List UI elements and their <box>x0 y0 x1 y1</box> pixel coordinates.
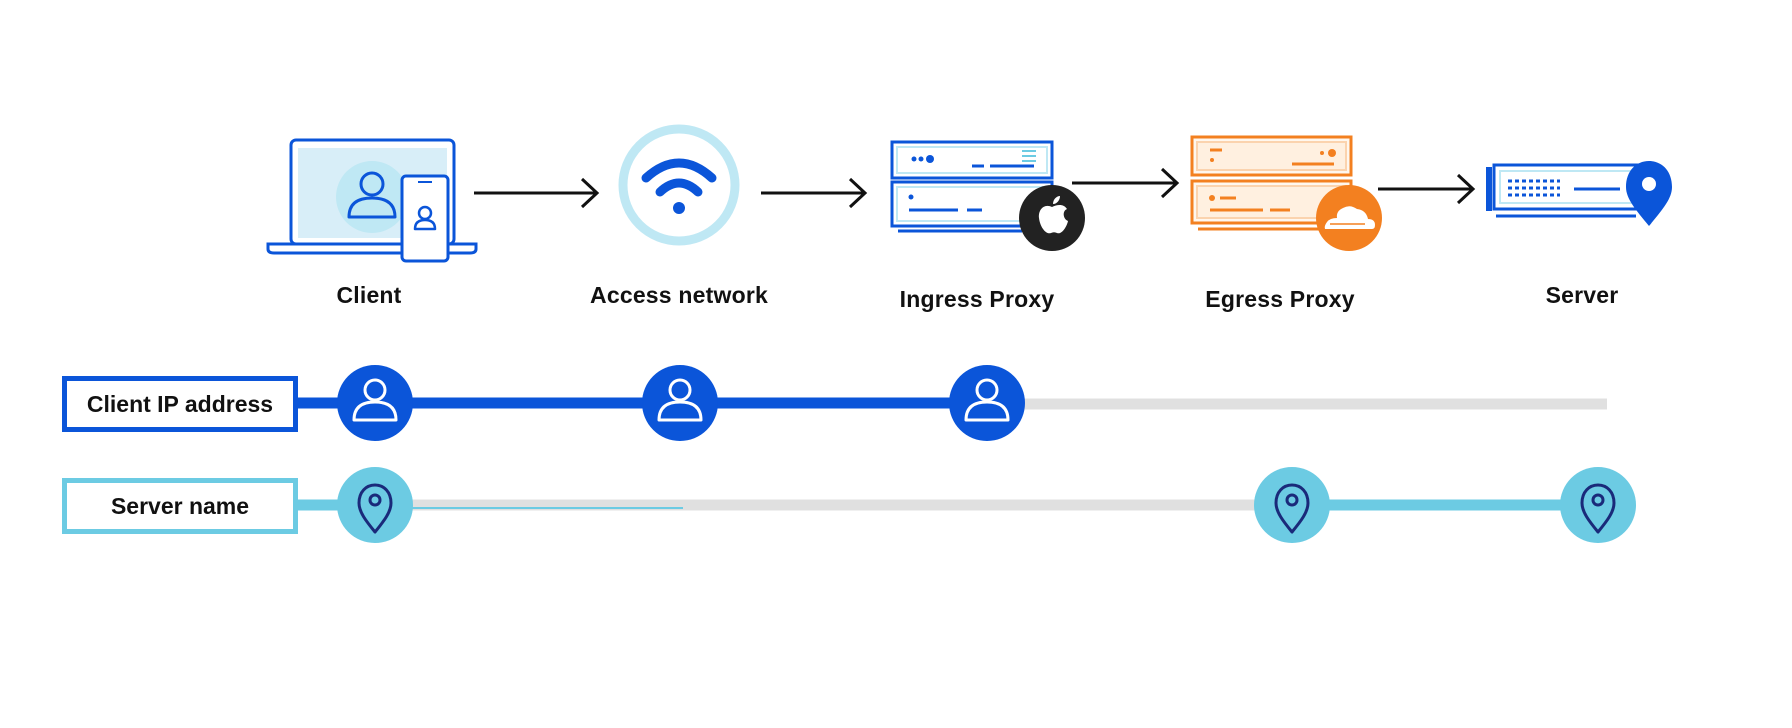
client-ip-node <box>949 365 1025 441</box>
server-location-icon <box>1486 161 1672 226</box>
laptop-phone-icon <box>266 138 478 263</box>
node-label-egress-proxy: Egress Proxy <box>1205 286 1355 312</box>
server-name-track <box>296 499 1600 511</box>
flow-arrow <box>1072 167 1180 199</box>
flow-arrow <box>474 177 600 209</box>
node-label-access-network: Access network <box>590 282 768 308</box>
server-name-node <box>1254 467 1330 543</box>
flow-arrow <box>1378 173 1476 205</box>
client-ip-node <box>642 365 718 441</box>
flow-arrow <box>761 177 868 209</box>
wifi-icon <box>618 124 740 246</box>
node-label-server: Server <box>1545 282 1619 308</box>
row-label-client-ip-address: Client IP address <box>62 376 298 432</box>
row-label-server-name: Server name <box>62 478 298 534</box>
server-name-node <box>337 467 413 543</box>
node-label-ingress-proxy: Ingress Proxy <box>899 286 1055 312</box>
client-ip-node <box>337 365 413 441</box>
server-name-node <box>1560 467 1636 543</box>
cloudflare-badge-icon <box>1316 185 1382 251</box>
apple-badge-icon <box>1019 185 1085 251</box>
node-label-client: Client <box>336 282 402 308</box>
